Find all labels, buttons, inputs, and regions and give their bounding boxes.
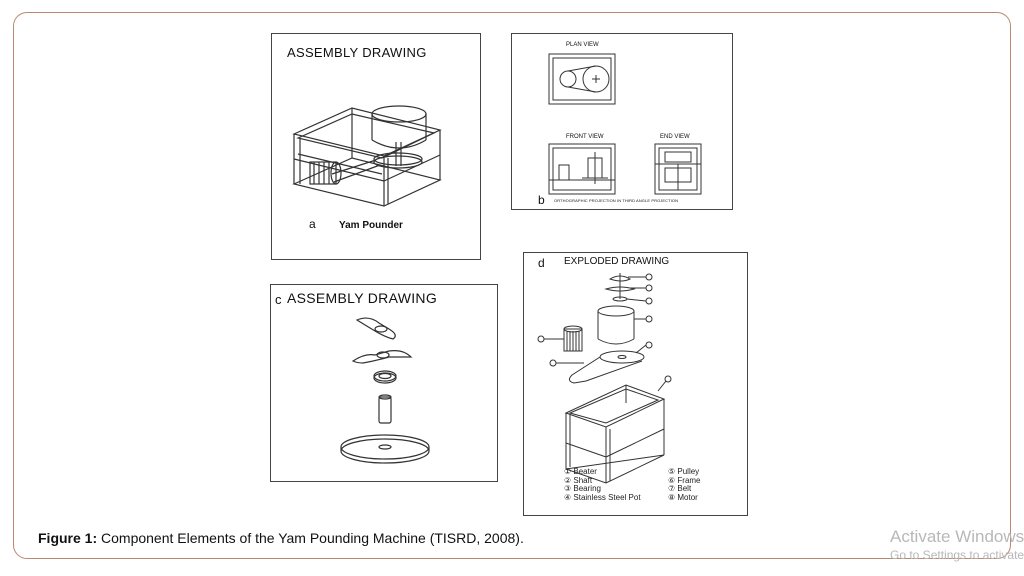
exploded-drawing — [537, 273, 672, 484]
panel-c-assembly: c ASSEMBLY DRAWING — [270, 284, 498, 482]
orthographic-views-drawing — [548, 53, 702, 195]
panel-d-letter: d — [538, 256, 545, 270]
legend-item-pulley: ⑤ Pulley — [668, 467, 700, 476]
assembly-parts-drawing — [340, 317, 430, 464]
panel-c-title: ASSEMBLY DRAWING — [287, 290, 438, 306]
activate-windows-watermark: Activate Windows Go to Settings to activ… — [890, 527, 1024, 567]
yam-pounder-drawing — [292, 105, 442, 207]
panel-a-label: Yam Pounder — [339, 220, 403, 231]
panel-d-title: EXPLODED DRAWING — [564, 256, 670, 267]
activate-windows-line2: Go to Settings to activate Windows. — [890, 548, 1024, 562]
panel-b-footnote: ORTHOGRAPHIC PROJECTION IN THIRD ANGLE P… — [554, 198, 679, 203]
activate-windows-line1: Activate Windows — [890, 527, 1024, 546]
panel-b-orthographic: PLAN VIEW FRONT VIEW END VIEW — [511, 33, 733, 210]
legend-item-motor: ⑧ Motor — [668, 492, 698, 502]
panel-a-assembly: ASSEMBLY DRAWING — [271, 33, 481, 260]
legend-item-bearing: ③ Bearing — [564, 484, 601, 493]
panel-a-letter: a — [309, 217, 316, 231]
caption-label: Figure 1: — [38, 530, 98, 546]
panel-a-title: ASSEMBLY DRAWING — [287, 45, 427, 60]
legend-left: ① Beater ② Shaft ③ Bearing ④ Stainless S… — [564, 467, 641, 502]
end-view-label: END VIEW — [660, 134, 690, 140]
legend-item-frame: ⑥ Frame — [668, 475, 701, 485]
panel-c-letter: c — [275, 292, 282, 307]
legend-item-beater: ① Beater — [564, 467, 597, 476]
legend-item-pot: ④ Stainless Steel Pot — [564, 492, 641, 502]
caption-text: Component Elements of the Yam Pounding M… — [97, 530, 524, 546]
panel-d-exploded: d EXPLODED DRAWING — [523, 252, 748, 516]
legend-right: ⑤ Pulley ⑥ Frame ⑦ Belt ⑧ Motor — [668, 467, 701, 502]
legend-item-shaft: ② Shaft — [564, 475, 593, 485]
front-view-label: FRONT VIEW — [566, 134, 604, 140]
figure-caption: Figure 1: Component Elements of the Yam … — [38, 530, 524, 546]
plan-view-label: PLAN VIEW — [566, 42, 599, 48]
figure-frame — [13, 12, 1011, 559]
legend-item-belt: ⑦ Belt — [668, 484, 692, 493]
panel-b-letter: b — [538, 193, 545, 207]
